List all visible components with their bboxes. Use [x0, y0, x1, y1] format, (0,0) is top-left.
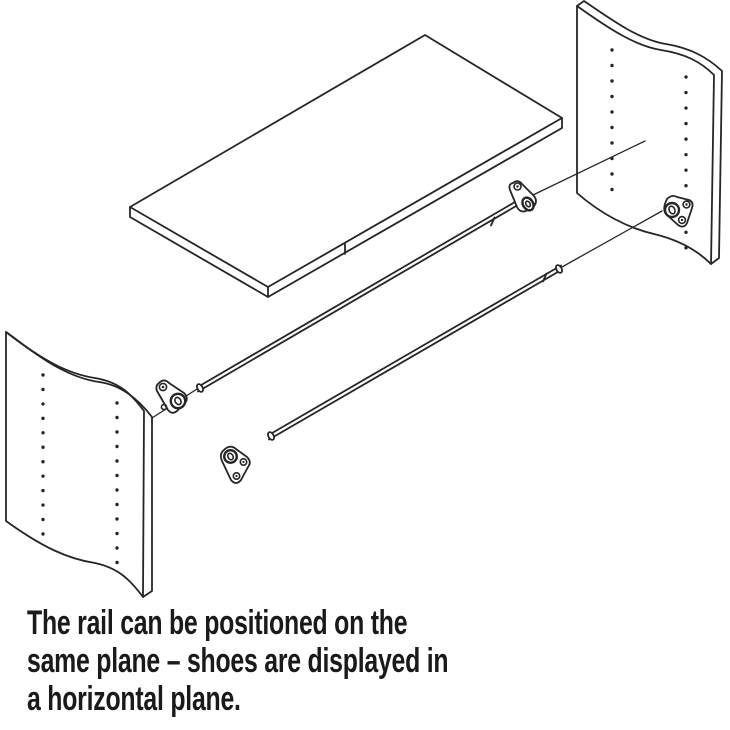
shoe-ring-hole [158, 382, 168, 392]
right-panel-thickness-edge [576, 0, 723, 265]
caption-line-1: The rail can be positioned on the [27, 604, 408, 642]
left-panel-thickness-edge [5, 331, 153, 598]
left-side-panel [5, 331, 153, 598]
shoe-collar [169, 392, 187, 410]
shoe-screw-hole-bottom [232, 471, 241, 480]
shoe-screw-hole-right [239, 457, 248, 466]
shoe-screw-pin-top [685, 203, 688, 206]
right-side-panel [576, 0, 723, 265]
shoe-ring-pin [161, 385, 165, 389]
shoe-collar-bore [668, 205, 676, 215]
rail-shoe-on-upper-rail [508, 180, 537, 213]
lower-rail-body [268, 264, 562, 441]
shoe-ring-hole [513, 182, 522, 191]
alignment-line-lower-rail-to-shoe [561, 210, 663, 268]
shoe-screw-pin-right [242, 460, 245, 464]
shelf-top-face [129, 34, 563, 288]
shoe-collar [521, 196, 535, 212]
shelf-front-edges [129, 117, 563, 298]
alignment-line-upper-rail-to-panel [532, 140, 646, 196]
caption: The rail can be positioned on the same p… [27, 604, 449, 718]
shoe-screw-hole-top [682, 200, 691, 209]
lower-rail-end-cap-right [555, 264, 563, 274]
upper-rail-seam [490, 216, 496, 227]
shoe-collar-bore [226, 452, 235, 461]
lower-rail-seam [542, 272, 548, 283]
loose-rail-shoe [219, 445, 251, 484]
caption-line-3: a horizontal plane. [27, 680, 241, 718]
shoe-screw-hole [160, 403, 168, 411]
shoe-screw-hole-bottom [677, 215, 687, 225]
lower-rail-end-cap-left [267, 431, 275, 441]
rail-shoe-on-left-panel [155, 379, 188, 414]
shelf-board [129, 34, 563, 298]
shoe-ring-pin [516, 185, 519, 188]
right-panel-face [576, 5, 715, 265]
lower-rail-tube [267, 264, 563, 441]
shoe-screw-pin-bottom [680, 218, 684, 222]
upper-rail-end-cap [196, 383, 204, 393]
shoe-collar-bore [174, 396, 182, 406]
caption-line-2: same plane – shoes are displayed in [27, 642, 449, 680]
shoe-screw-pin-bottom [235, 474, 238, 478]
shoe-collar [222, 449, 238, 465]
left-panel-face [5, 331, 145, 598]
shoe-collar [663, 201, 681, 219]
shoe-collar-bore [524, 200, 532, 208]
rail-shoe-on-right-panel [663, 194, 694, 228]
